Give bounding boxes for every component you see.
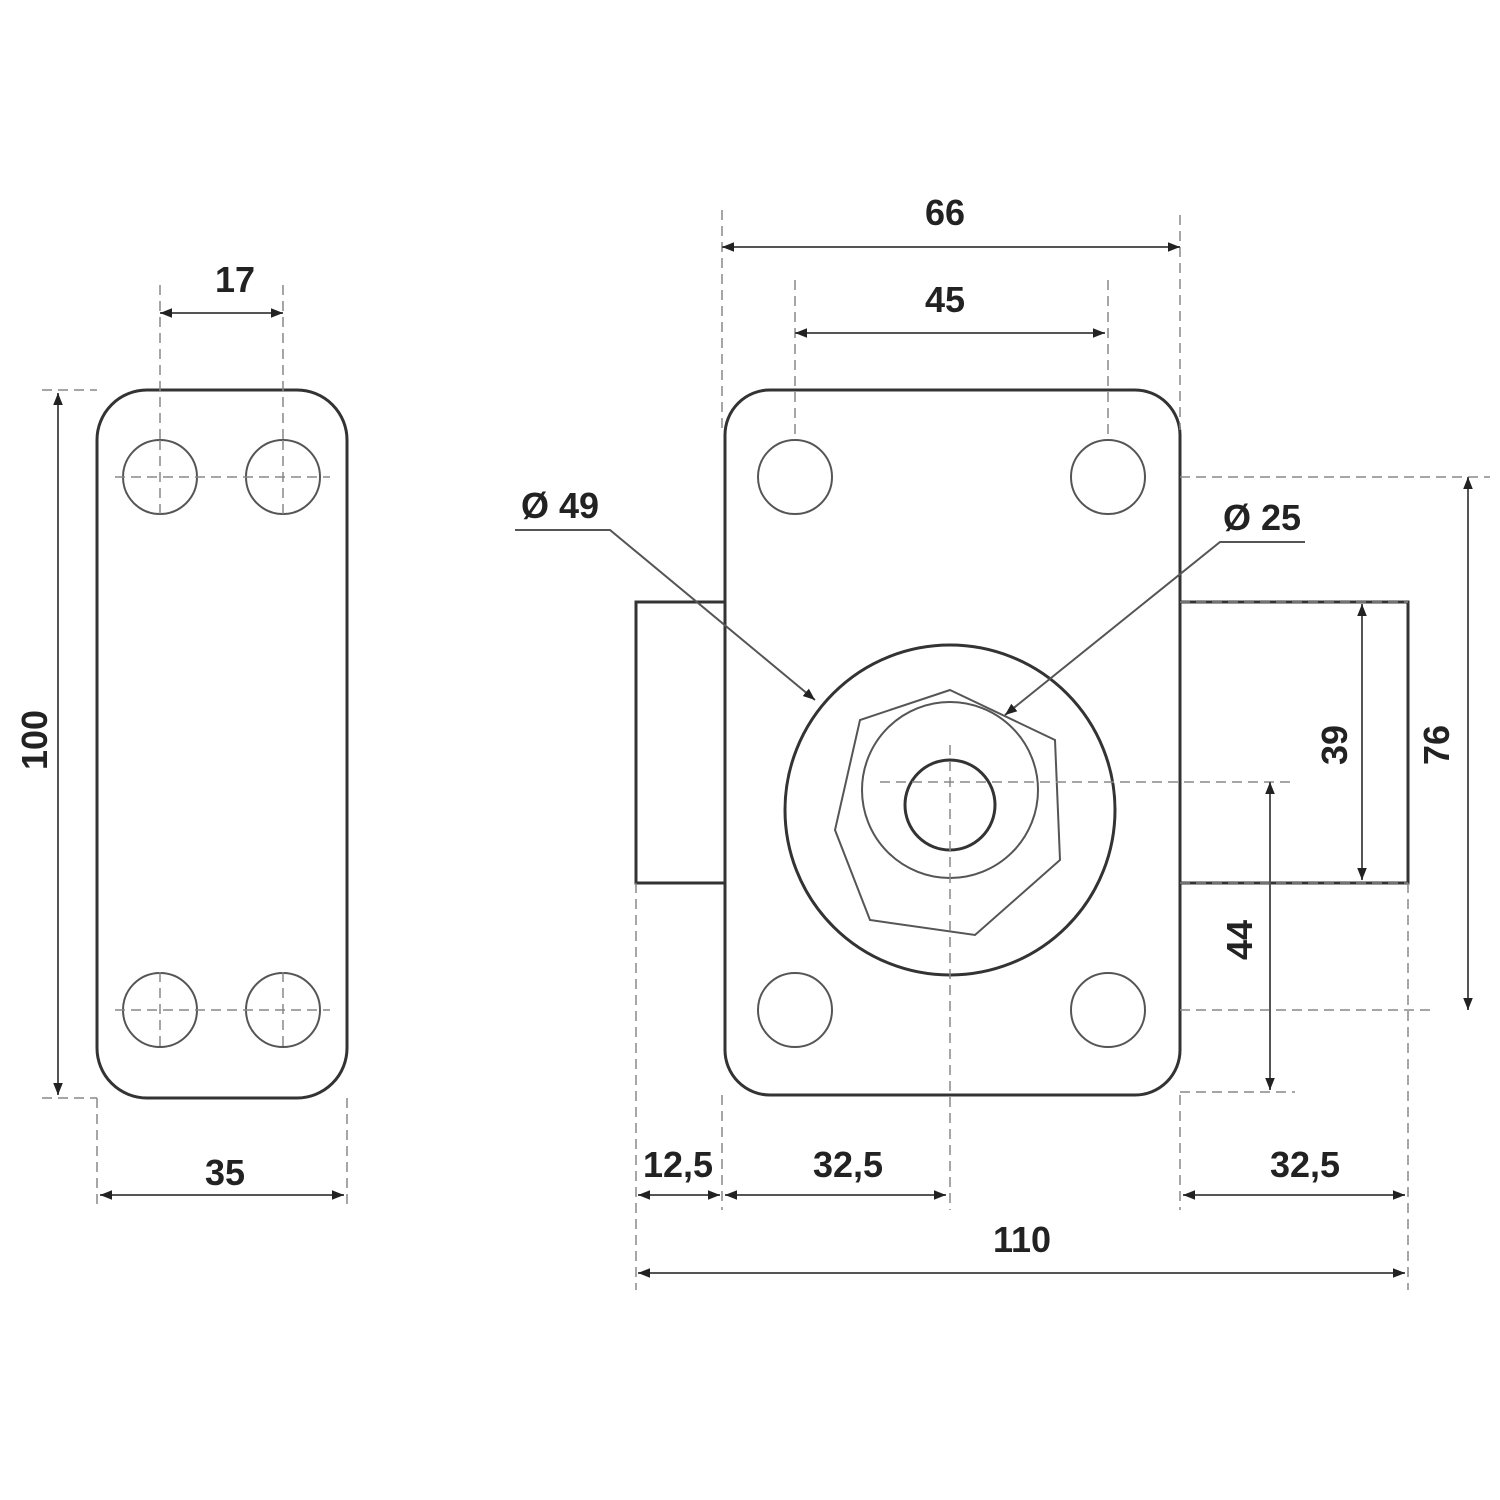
front-plate-outline [723, 388, 1182, 1097]
front-holes [757, 439, 1146, 1048]
dim-label-hole-spacing-front: 45 [925, 279, 965, 320]
dim-label-hole-vertical: 76 [1416, 725, 1457, 765]
side-view: 17 100 35 [14, 259, 349, 1210]
dim-label-left-flange: 12,5 [643, 1144, 713, 1185]
dim-label-left-center: 32,5 [813, 1144, 883, 1185]
hex-nut [833, 688, 1062, 937]
dim-label-flange-height: 39 [1314, 725, 1355, 765]
dim-label-total-width: 110 [993, 1219, 1051, 1260]
dim-label-plate-width: 66 [925, 192, 965, 233]
dim-label-width: 35 [205, 1152, 245, 1193]
dim-label-hole-spacing: 17 [215, 259, 255, 300]
dim-label-right-flange: 32,5 [1270, 1144, 1340, 1185]
side-holes [115, 439, 330, 1048]
dim-label-inner-diameter: Ø 25 [1223, 497, 1301, 538]
dim-label-height: 100 [14, 710, 55, 770]
side-plate-outline [95, 388, 349, 1100]
dim-label-outer-diameter: Ø 49 [521, 485, 599, 526]
front-view: 66 45 Ø 49 Ø 25 39 76 44 12,5 32,5 32,5 … [515, 192, 1490, 1290]
dim-label-center-offset: 44 [1219, 920, 1260, 960]
